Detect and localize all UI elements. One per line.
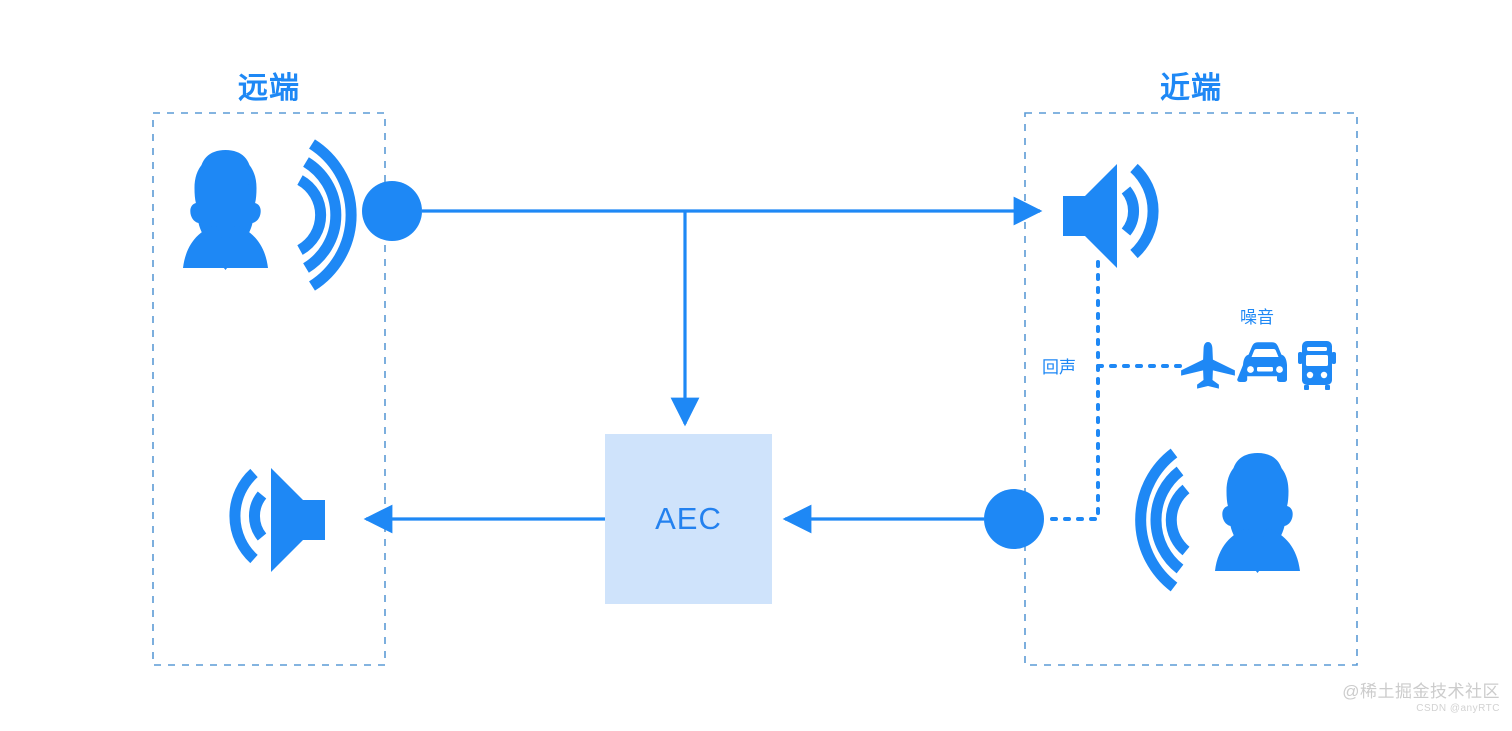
far-end-zone-box: [152, 112, 386, 666]
watermark-main-text: @稀土掘金技术社区: [1342, 682, 1500, 701]
near-end-zone-title: 近端: [1160, 72, 1222, 105]
aec-box[interactable]: [605, 434, 772, 604]
far-end-speaker-person-icon: [183, 150, 268, 270]
near-end-loudspeaker-icon: [1063, 164, 1117, 268]
near-end-sound-waves-icon: [1135, 448, 1190, 592]
far-end-loudspeaker-icon: [271, 468, 325, 572]
near-end-microphone-node: [984, 489, 1044, 549]
car-icon: [1237, 342, 1287, 382]
bus-icon: [1298, 341, 1336, 390]
near-end-zone-box: [1024, 112, 1358, 666]
watermark: @稀土掘金技术社区 CSDN @anyRTC: [1300, 682, 1500, 714]
far-end-sound-waves-icon: [297, 139, 357, 291]
far-end-microphone-node: [362, 181, 422, 241]
watermark-sub-text: CSDN @anyRTC: [1416, 702, 1500, 714]
far-end-loudspeaker-waves-icon: [229, 468, 267, 564]
echo-path-dotted-line: [1043, 260, 1100, 521]
near-end-speaker-person-icon: [1215, 453, 1300, 573]
far-end-zone-title: 远端: [238, 72, 300, 105]
near-end-loudspeaker-waves-icon: [1121, 163, 1159, 259]
airplane-icon: [1181, 342, 1235, 389]
echo-label: 回声: [1042, 358, 1076, 377]
noise-label: 噪音: [1240, 308, 1274, 327]
